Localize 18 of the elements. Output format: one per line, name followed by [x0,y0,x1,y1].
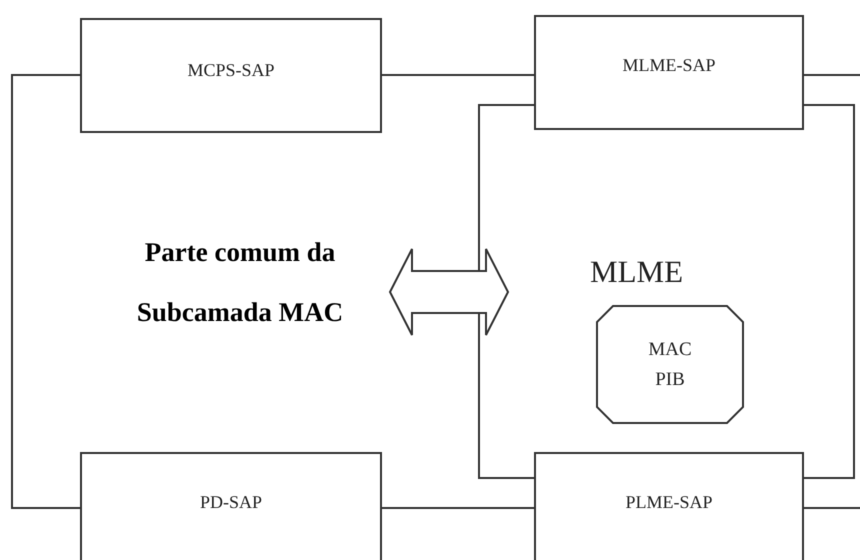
connector-line [804,507,860,509]
connector-line [382,507,534,509]
connector-line [804,74,860,76]
sap-label: MCPS-SAP [187,60,275,82]
sap-box [80,452,382,560]
connector-line [11,74,80,509]
double-block-arrow [388,248,510,336]
sap-label: PD-SAP [200,492,262,514]
pib-label: MAC PIB [647,338,693,392]
entity-title: MLME [590,254,683,290]
sap-label: MLME-SAP [622,55,716,77]
sap-box [534,452,804,560]
sap-box [80,18,382,133]
sap-label: PLME-SAP [625,492,713,514]
connector-line [382,74,534,76]
mlme-box [478,131,855,451]
sap-box [534,15,804,130]
layer-label: Parte comum da Subcamada MAC [90,222,390,347]
